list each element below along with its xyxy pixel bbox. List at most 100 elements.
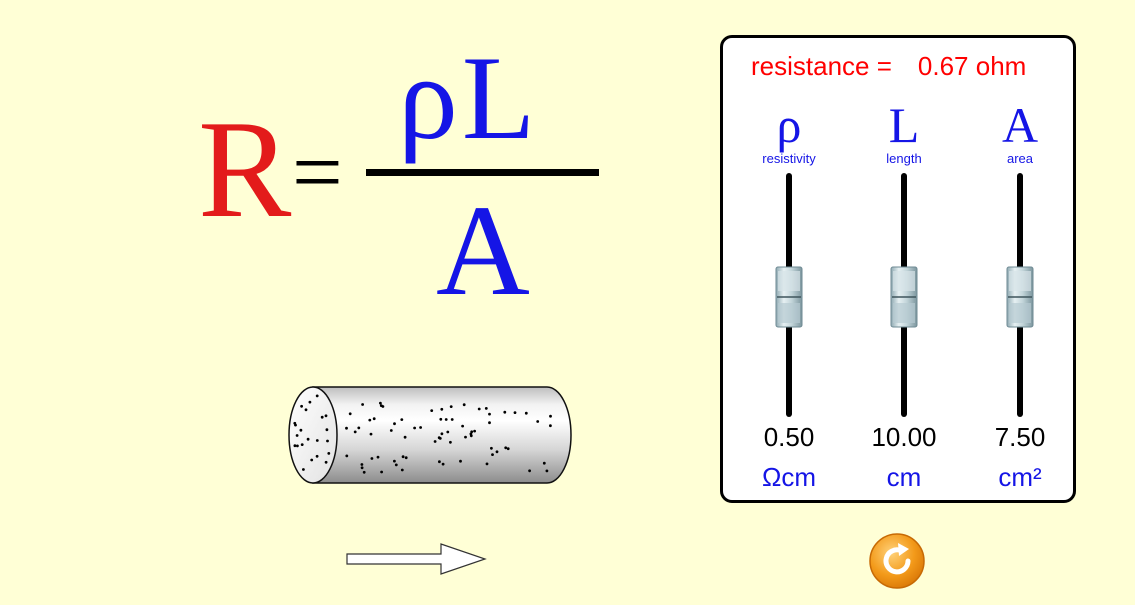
charge-dot [357,426,361,430]
charge-dot [310,458,314,462]
charge-dot [430,409,434,412]
charge-dot [361,403,364,406]
charge-dot [306,437,310,441]
charge-dot [503,410,507,414]
charge-dot [549,414,552,418]
charge-dot [473,429,476,433]
charge-dot [325,428,329,432]
charge-dot [545,469,549,473]
charge-dot [524,411,528,415]
charge-dot [315,394,319,398]
charge-dot [315,439,319,442]
slider-length: L length 10.00 cm [854,38,954,500]
charge-dot [438,460,441,464]
charge-dot [304,408,308,412]
charge-dot [296,444,299,448]
charge-dot [308,400,312,404]
charge-dot [513,411,517,414]
formula-fraction-bar [366,169,599,176]
charge-dot [495,450,499,454]
charge-dot [506,447,510,451]
charge-dot [433,440,437,443]
charge-dot [324,414,328,418]
charge-dot [485,462,489,466]
wire-end-face [288,386,338,484]
charge-dot [441,462,445,466]
charge-dot [394,463,398,467]
charge-dot [462,403,466,407]
charge-dot [437,436,441,440]
charge-dot [400,468,404,472]
charge-dot [536,420,540,423]
charge-dot [484,407,488,410]
charge-dot [353,430,357,434]
resistance-label: resistance = [751,51,892,81]
slider-value: 10.00 [871,422,937,452]
charge-dot [369,432,373,436]
formula-numerator: ρL [398,31,540,164]
slider-unit: Ωcm [761,462,817,492]
slider-label: resistivity [762,151,816,166]
charge-dot [379,404,383,407]
charge-dot [370,457,374,460]
charge-dot [400,418,404,421]
charge-dot [444,418,448,421]
slider-unit: cm² [998,462,1042,492]
charge-dot [470,430,474,434]
charge-dot [345,454,349,458]
charge-dot [404,456,408,460]
charge-dot [295,434,299,437]
wire-cylinder [288,386,572,484]
charge-dot [380,470,383,474]
charge-dot [362,470,366,474]
charge-dot [542,461,546,465]
charge-dot [360,463,364,466]
slider-label: area [1006,151,1034,166]
charge-dot [300,404,303,408]
reset-icon [883,543,911,575]
charge-dot [315,454,319,458]
slider-symbol: A [1001,97,1039,153]
formula-resistance-symbol: R [198,92,292,247]
slider-thumb-area[interactable] [1006,266,1034,328]
charge-dot [528,469,531,473]
slider-thumb-length[interactable] [890,266,918,328]
charge-dot [379,401,382,405]
charge-dot [446,430,450,434]
charge-dot [504,446,508,450]
charge-dot [302,468,305,471]
charge-carriers [293,394,552,474]
slider-resistivity: ρ resistivity 0.50 Ωcm [739,38,839,500]
charge-dot [324,460,328,464]
charge-dot [368,418,372,422]
slider-symbol: ρ [776,97,802,153]
charge-dot [376,455,380,459]
charge-dot [464,435,467,439]
charge-dot [372,417,376,421]
charge-dot [488,421,491,425]
charge-dot [413,426,416,430]
charge-dot [491,453,494,456]
slider-value: 7.50 [994,422,1046,452]
charge-dot [348,412,352,416]
slider-thumb-resistivity[interactable] [775,266,803,328]
charge-dot [440,432,444,436]
charge-dot [488,412,491,416]
charge-dot [300,443,304,446]
charge-dot [450,418,454,421]
charge-dot [401,455,405,459]
charge-dot [461,424,464,428]
charge-dot [320,415,324,419]
charge-dot [393,422,396,426]
arrow-right-icon [346,543,487,575]
reset-button[interactable] [868,532,926,590]
charge-dot [449,440,452,444]
resistance-readout: resistance =0.67 ohm [751,51,1026,82]
slider-unit: cm [886,462,922,492]
charge-dot [393,459,396,463]
charge-dot [403,435,407,439]
charge-dot [327,452,331,455]
charge-dot [477,407,481,411]
slider-symbol: L [888,97,920,153]
charge-dot [326,439,329,443]
